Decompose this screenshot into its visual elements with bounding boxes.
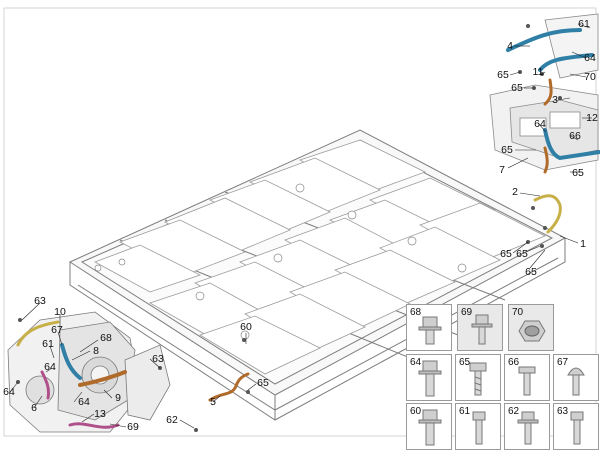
legend-tile-69: 69: [457, 304, 503, 351]
legend-num-70: 70: [512, 307, 524, 318]
callout-65: 65: [516, 247, 528, 260]
callout-8: 8: [93, 344, 99, 357]
legend-tile-67: 67: [553, 354, 599, 401]
stud-pin-icon: [518, 366, 536, 396]
legend-num-65: 65: [459, 357, 471, 368]
legend-num-60: 60: [410, 406, 422, 417]
legend-num-62: 62: [508, 406, 520, 417]
legend-num-69: 69: [461, 307, 473, 318]
callout-3: 3: [552, 93, 558, 106]
callout-63: 63: [34, 294, 46, 307]
legend-tile-68: 68: [406, 304, 452, 351]
callout-64: 64: [3, 385, 15, 398]
callout-65: 65: [497, 68, 509, 81]
callout-5: 5: [210, 395, 216, 408]
legend-num-66: 66: [508, 357, 520, 368]
callout-65: 65: [257, 376, 269, 389]
legend-tile-61: 61: [455, 403, 501, 450]
callout-4: 4: [507, 39, 513, 52]
hex-nut-icon: [518, 320, 546, 342]
flange-bolt-icon: [517, 411, 539, 445]
callout-10: 10: [54, 305, 66, 318]
upper-right-assembly: [489, 13, 599, 171]
callout-64: 64: [584, 51, 596, 64]
callout-65: 65: [511, 81, 523, 94]
drawing-frame: [3, 7, 597, 437]
callout-7: 7: [499, 163, 505, 176]
callout-67: 67: [51, 323, 63, 336]
flange-bolt-icon: [418, 316, 442, 345]
callout-2: 2: [512, 185, 518, 198]
legend-num-61: 61: [459, 406, 471, 417]
thin-bolt-icon: [570, 411, 584, 445]
legend-num-64: 64: [410, 357, 422, 368]
callout-65: 65: [501, 143, 513, 156]
legend-num-63: 63: [557, 406, 569, 417]
legend-tile-62: 62: [504, 403, 550, 450]
callout-64: 64: [44, 360, 56, 373]
callout-66: 66: [569, 129, 581, 142]
callout-63: 63: [152, 352, 164, 365]
callout-64: 64: [534, 117, 546, 130]
callout-65: 65: [525, 265, 537, 278]
flange-bolt-icon: [418, 360, 442, 397]
flange-bolt-icon: [471, 314, 493, 345]
legend-tile-70: 70: [508, 304, 554, 351]
legend-tile-65: 65: [455, 354, 501, 401]
callout-60: 60: [240, 320, 252, 333]
thin-bolt-icon: [472, 411, 486, 445]
callout-68: 68: [100, 331, 112, 344]
callout-13: 13: [94, 407, 106, 420]
callout-61: 61: [578, 17, 590, 30]
legend-tile-63: 63: [553, 403, 599, 450]
legend-tile-60: 60: [406, 403, 452, 450]
callout-62: 62: [166, 413, 178, 426]
module-bolts: [94, 183, 467, 340]
callout-11: 11: [532, 65, 544, 78]
legend-num-68: 68: [410, 307, 422, 318]
callout-61: 61: [42, 337, 54, 350]
dome-bolt-icon: [567, 367, 585, 396]
callout-12: 12: [586, 111, 598, 124]
leader-lines: [9, 23, 592, 429]
legend-tile-64: 64: [406, 354, 452, 401]
callout-65: 65: [500, 247, 512, 260]
clip-stud-icon: [469, 362, 487, 396]
callout-6: 6: [31, 401, 37, 414]
callout-69: 69: [127, 420, 139, 433]
legend-num-67: 67: [557, 357, 569, 368]
callout-1: 1: [580, 237, 586, 250]
callout-70: 70: [584, 70, 596, 83]
callout-64: 64: [78, 395, 90, 408]
legend-tile-66: 66: [504, 354, 550, 401]
callout-9: 9: [115, 391, 121, 404]
callout-65: 65: [572, 166, 584, 179]
hoses: [16, 28, 600, 429]
flange-bolt-icon: [418, 409, 442, 446]
